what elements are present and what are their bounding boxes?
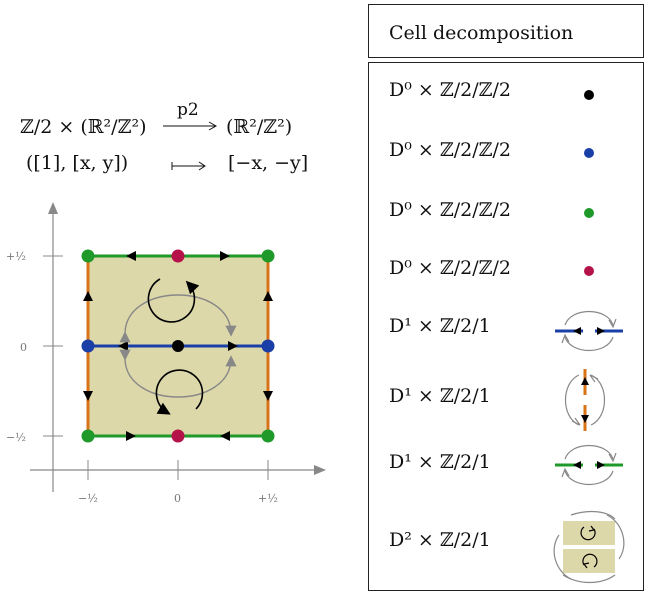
- maps-to-arrow: [170, 156, 210, 180]
- vertex-blue-right: [261, 339, 275, 353]
- map-image: [−x, −y]: [228, 152, 309, 174]
- vertex-green-glyph: [584, 208, 594, 218]
- map-element: ([1], [x, y]): [26, 152, 129, 174]
- legend-panel: D⁰ × ℤ/2/ℤ/2 D⁰ × ℤ/2/ℤ/2 D⁰ × ℤ/2/ℤ/2 D…: [368, 62, 644, 591]
- rotation-circle-upper: [147, 278, 200, 323]
- edge-green-glyph: [555, 445, 623, 485]
- symmetry-arc-lower: [119, 349, 237, 398]
- legend-row-label: D⁰ × ℤ/2/ℤ/2: [389, 139, 511, 161]
- legend-row-face: D² × ℤ/2/1: [369, 509, 643, 589]
- orbifold-diagram: +½ 0 −½ −½ 0 +½: [6, 202, 326, 505]
- axes: [30, 202, 326, 492]
- vertex-magenta-glyph: [584, 266, 594, 276]
- y-tick-bottom: −½: [6, 431, 26, 444]
- y-tick-top: +½: [6, 250, 26, 263]
- vertex-blue-left: [81, 339, 95, 353]
- vertex-green-top-right: [261, 249, 275, 263]
- legend-row-edge-green: D¹ × ℤ/2/1: [369, 435, 643, 505]
- edge-arrows: [83, 251, 273, 441]
- legend-row-vertex-green: D⁰ × ℤ/2/ℤ/2: [369, 183, 643, 243]
- vertex-green-bottom-left: [81, 429, 95, 443]
- legend-row-label: D¹ × ℤ/2/1: [389, 385, 491, 407]
- map-arrow-label: p2: [177, 100, 199, 120]
- vertex-green-top-left: [81, 249, 95, 263]
- map-domain: ℤ/2 × (ℝ²/ℤ²): [20, 116, 147, 138]
- vertex-magenta-top: [171, 249, 185, 263]
- face-glyph: [553, 510, 625, 584]
- legend-row-label: D² × ℤ/2/1: [389, 529, 491, 551]
- legend-row-vertex-blue: D⁰ × ℤ/2/ℤ/2: [369, 123, 643, 183]
- rotation-circle-lower: [155, 369, 204, 415]
- map-codomain: (ℝ²/ℤ²): [226, 116, 293, 138]
- legend-row-vertex-magenta: D⁰ × ℤ/2/ℤ/2: [369, 243, 643, 303]
- edge-blue-glyph: [555, 311, 623, 351]
- edge-orange-glyph: [565, 369, 605, 431]
- vertex-magenta-bottom: [171, 429, 185, 443]
- x-tick-right: +½: [258, 492, 278, 505]
- legend-row-vertex-black: D⁰ × ℤ/2/ℤ/2: [369, 63, 643, 123]
- legend-row-label: D⁰ × ℤ/2/ℤ/2: [389, 257, 511, 279]
- vertex-green-bottom-right: [261, 429, 275, 443]
- legend-row-edge-orange: D¹ × ℤ/2/1: [369, 363, 643, 439]
- map-arrow: p2: [163, 100, 219, 140]
- legend-row-label: D⁰ × ℤ/2/ℤ/2: [389, 79, 511, 101]
- legend-row-label: D⁰ × ℤ/2/ℤ/2: [389, 199, 511, 221]
- legend-row-edge-blue: D¹ × ℤ/2/1: [369, 303, 643, 373]
- legend-title-panel: Cell decomposition: [368, 4, 644, 58]
- legend-row-label: D¹ × ℤ/2/1: [389, 451, 491, 473]
- legend-title: Cell decomposition: [389, 22, 574, 44]
- vertex-black-center: [172, 340, 184, 352]
- vertex-black-glyph: [584, 90, 594, 100]
- y-tick-mid: 0: [20, 341, 27, 354]
- x-tick-mid: 0: [174, 492, 181, 505]
- vertex-blue-glyph: [584, 148, 594, 158]
- symmetry-arc-upper: [119, 294, 237, 343]
- legend-row-label: D¹ × ℤ/2/1: [389, 315, 491, 337]
- x-tick-left: −½: [78, 492, 98, 505]
